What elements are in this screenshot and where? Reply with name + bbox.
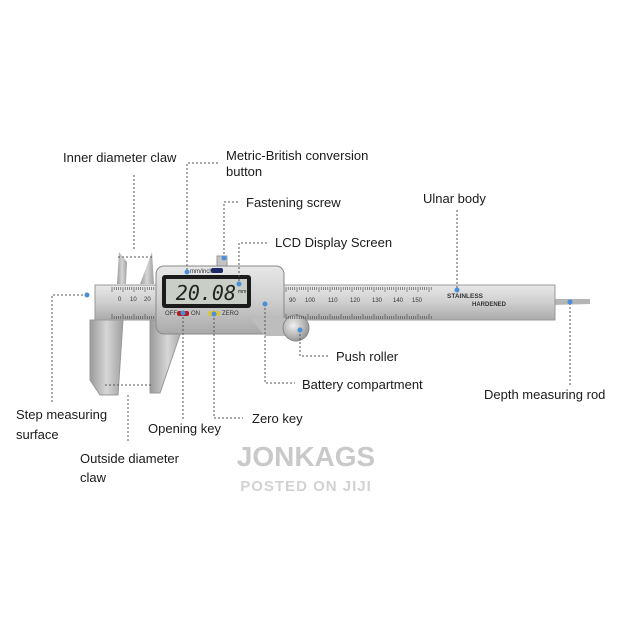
- scale-right-4: 130: [372, 298, 383, 304]
- scale-left-1: 10: [130, 297, 137, 303]
- leader-lines: [51, 162, 573, 443]
- label-metric-british-2: button: [226, 164, 262, 179]
- scale-right-1: 100: [305, 298, 316, 304]
- outside-diameter-claw-fixed: [89, 319, 124, 396]
- inner-diameter-claw-fixed: [117, 252, 127, 284]
- stamp-stainless: STAINLESS: [447, 293, 484, 300]
- zero-label: ZERO: [222, 311, 239, 317]
- caliper: 20.08 mm mm/inch OFF ON ZERO 0 10 20 90 …: [89, 252, 590, 396]
- scale-right-0: 90: [289, 298, 296, 304]
- scale-right-2: 110: [328, 298, 338, 304]
- lcd-glass: [166, 279, 247, 304]
- label-opening-key: Opening key: [148, 421, 221, 436]
- inner-diameter-claw-moving: [140, 252, 154, 284]
- label-zero-key: Zero key: [252, 411, 303, 426]
- watermark-sub: POSTED ON JIJI: [240, 478, 372, 495]
- label-inner-diameter-claw: Inner diameter claw: [63, 150, 177, 165]
- stamp-hardened: HARDENED: [472, 302, 507, 308]
- label-outside-2: claw: [80, 470, 107, 485]
- scale-left-2: 20: [144, 297, 151, 303]
- label-fastening-screw: Fastening screw: [246, 195, 341, 210]
- label-depth-measuring-rod: Depth measuring rod: [484, 387, 605, 402]
- mm-inch-button[interactable]: [211, 268, 223, 273]
- label-step-1: Step measuring: [16, 407, 107, 422]
- on-label: ON: [191, 311, 200, 317]
- off-label: OFF: [165, 311, 177, 317]
- push-roller[interactable]: [282, 314, 310, 342]
- lcd-unit: mm: [238, 289, 246, 295]
- scale-right-5: 140: [393, 298, 404, 304]
- label-battery-compartment: Battery compartment: [302, 377, 423, 392]
- label-lcd-display: LCD Display Screen: [275, 235, 392, 250]
- label-ulnar-body: Ulnar body: [423, 191, 486, 206]
- mm-inch-button-label: mm/inch: [190, 269, 213, 275]
- label-metric-british-1: Metric-British conversion: [226, 148, 368, 163]
- scale-right-6: 150: [412, 298, 423, 304]
- lcd-reading: 20.08: [176, 281, 236, 305]
- label-step-2: surface: [16, 427, 59, 442]
- scale-ticks: [111, 287, 432, 319]
- watermark-name: JONKAGS: [237, 441, 375, 472]
- label-push-roller: Push roller: [336, 349, 399, 364]
- label-outside-1: Outside diameter: [80, 451, 180, 466]
- scale-left-0: 0: [118, 297, 122, 303]
- scale-right-3: 120: [350, 298, 361, 304]
